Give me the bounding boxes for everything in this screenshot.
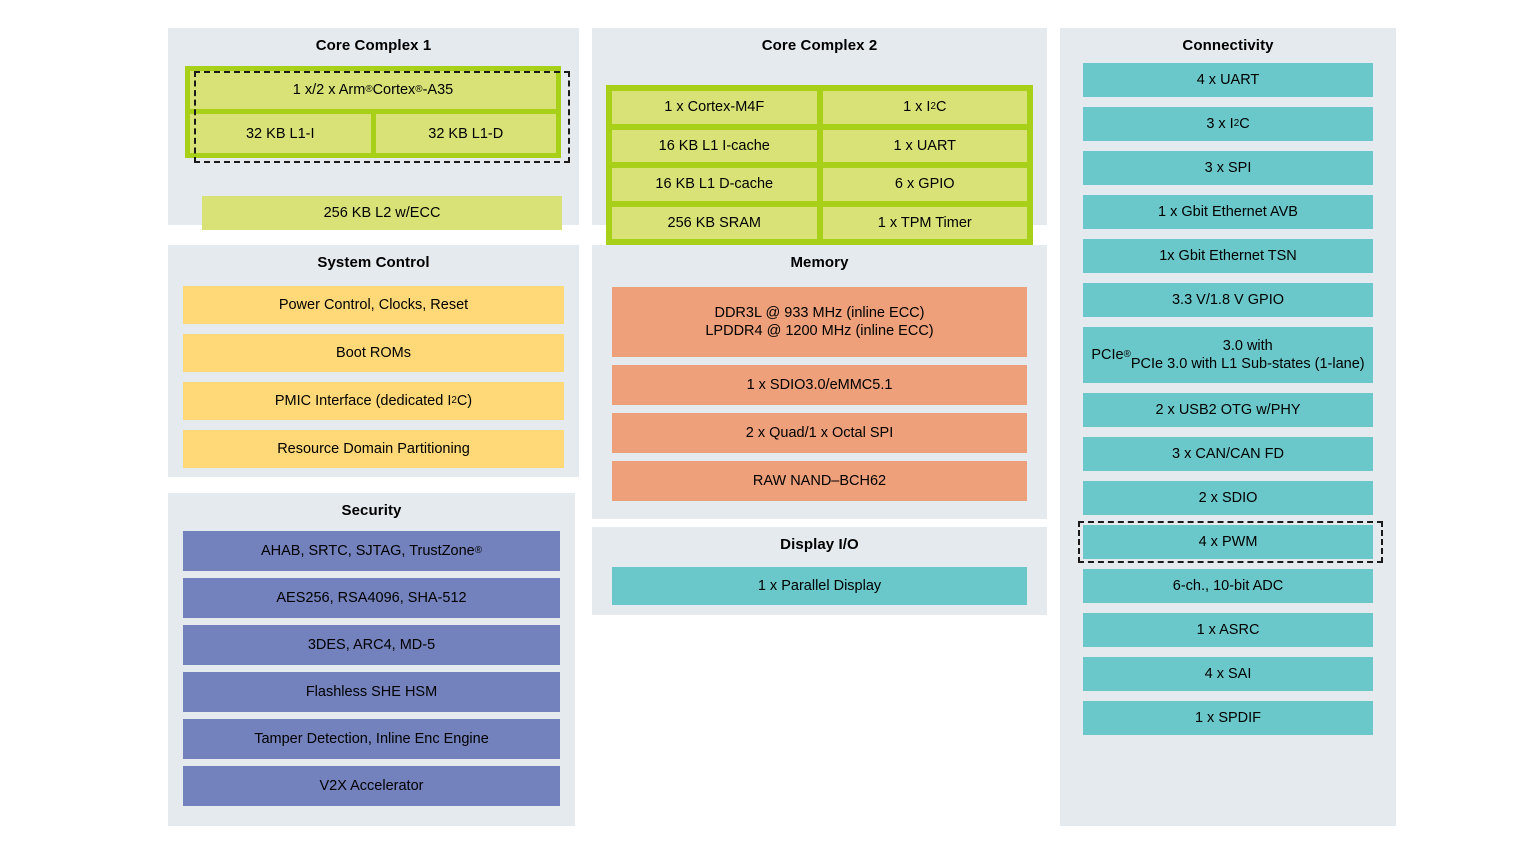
connectivity-item: 6-ch., 10-bit ADC — [1083, 569, 1373, 603]
panel-title-connectivity: Connectivity — [1182, 37, 1274, 54]
core-complex-1-l1-row: 32 KB L1-I 32 KB L1-D — [190, 114, 556, 153]
block-cortex-a35[interactable]: 1 x/2 x Arm® Cortex®-A35 — [190, 71, 556, 109]
panel-title-security: Security — [341, 502, 402, 519]
panel-display-io: Display I/O 1 x Parallel Display — [592, 527, 1047, 615]
connectivity-item: 4 x UART — [1083, 63, 1373, 97]
block-connectivity-5[interactable]: 3.3 V/1.8 V GPIO — [1083, 283, 1373, 317]
connectivity-item: 1 x SPDIF — [1083, 701, 1373, 735]
block-connectivity-0[interactable]: 4 x UART — [1083, 63, 1373, 97]
block-tamper-detection[interactable]: Tamper Detection, Inline Enc Engine — [183, 719, 560, 759]
panel-core-complex-2: Core Complex 2 1 x Cortex-M4F 16 KB L1 I… — [592, 28, 1047, 245]
panel-title-memory: Memory — [790, 254, 849, 271]
block-l2-cache[interactable]: 256 KB L2 w/ECC — [202, 196, 562, 230]
system-control-list: Power Control, Clocks, Reset Boot ROMs P… — [183, 286, 564, 478]
block-cc2-gpio[interactable]: 6 x GPIO — [822, 168, 1027, 201]
block-ddr[interactable]: DDR3L @ 933 MHz (inline ECC)LPDDR4 @ 120… — [612, 287, 1027, 357]
panel-title-display-io: Display I/O — [780, 536, 859, 553]
block-connectivity-12[interactable]: 1 x ASRC — [1083, 613, 1373, 647]
block-connectivity-11[interactable]: 6-ch., 10-bit ADC — [1083, 569, 1373, 603]
panel-system-control: System Control Power Control, Clocks, Re… — [168, 245, 579, 477]
block-l1-d[interactable]: 32 KB L1-D — [375, 114, 556, 153]
block-connectivity-3[interactable]: 1 x Gbit Ethernet AVB — [1083, 195, 1373, 229]
block-aes-rsa-sha[interactable]: AES256, RSA4096, SHA-512 — [183, 578, 560, 618]
panel-title-system-control: System Control — [317, 254, 430, 271]
panel-title-core-complex-2: Core Complex 2 — [761, 37, 878, 54]
memory-list: DDR3L @ 933 MHz (inline ECC)LPDDR4 @ 120… — [612, 287, 1027, 509]
core-complex-2-group: 1 x Cortex-M4F 16 KB L1 I-cache 16 KB L1… — [606, 85, 1033, 245]
block-l1-d-cache[interactable]: 16 KB L1 D-cache — [612, 168, 817, 201]
connectivity-item: 1x Gbit Ethernet TSN — [1083, 239, 1373, 273]
connectivity-item: 3.3 V/1.8 V GPIO — [1083, 283, 1373, 317]
core-complex-1-cpu-group: 1 x/2 x Arm® Cortex®-A35 32 KB L1-I 32 K… — [185, 66, 561, 158]
panel-security: Security AHAB, SRTC, SJTAG, TrustZone® A… — [168, 493, 575, 826]
panel-memory: Memory DDR3L @ 933 MHz (inline ECC)LPDDR… — [592, 245, 1047, 519]
panel-title-core-complex-1: Core Complex 1 — [315, 37, 432, 54]
block-l1-i-cache[interactable]: 16 KB L1 I-cache — [612, 129, 817, 162]
block-connectivity-9[interactable]: 2 x SDIO — [1083, 481, 1373, 515]
block-resource-domain-partitioning[interactable]: Resource Domain Partitioning — [183, 430, 564, 468]
block-cc2-tpm-timer[interactable]: 1 x TPM Timer — [822, 206, 1027, 239]
connectivity-item: 4 x PWM — [1078, 521, 1383, 563]
connectivity-item: 3 x CAN/CAN FD — [1083, 437, 1373, 471]
block-connectivity-2[interactable]: 3 x SPI — [1083, 151, 1373, 185]
block-connectivity-13[interactable]: 4 x SAI — [1083, 657, 1373, 691]
block-power-control[interactable]: Power Control, Clocks, Reset — [183, 286, 564, 324]
block-quad-octal-spi[interactable]: 2 x Quad/1 x Octal SPI — [612, 413, 1027, 453]
connectivity-item: 1 x ASRC — [1083, 613, 1373, 647]
connectivity-item: 4 x SAI — [1083, 657, 1373, 691]
block-raw-nand[interactable]: RAW NAND–BCH62 — [612, 461, 1027, 501]
block-l1-i[interactable]: 32 KB L1-I — [190, 114, 371, 153]
connectivity-item: 1 x Gbit Ethernet AVB — [1083, 195, 1373, 229]
connectivity-item: 3 x SPI — [1083, 151, 1373, 185]
block-connectivity-14[interactable]: 1 x SPDIF — [1083, 701, 1373, 735]
block-3des-arc4-md5[interactable]: 3DES, ARC4, MD-5 — [183, 625, 560, 665]
block-cc2-uart[interactable]: 1 x UART — [822, 129, 1027, 162]
block-ahab-srtc-sjtag-trustzone[interactable]: AHAB, SRTC, SJTAG, TrustZone® — [183, 531, 560, 571]
block-connectivity-7[interactable]: 2 x USB2 OTG w/PHY — [1083, 393, 1373, 427]
core-complex-2-left-column: 1 x Cortex-M4F 16 KB L1 I-cache 16 KB L1… — [612, 91, 817, 239]
block-boot-roms[interactable]: Boot ROMs — [183, 334, 564, 372]
connectivity-item: 2 x USB2 OTG w/PHY — [1083, 393, 1373, 427]
block-connectivity-10[interactable]: 4 x PWM — [1083, 525, 1373, 559]
panel-core-complex-1: Core Complex 1 1 x/2 x Arm® Cortex®-A35 … — [168, 28, 579, 230]
display-io-list: 1 x Parallel Display — [612, 567, 1027, 605]
block-parallel-display[interactable]: 1 x Parallel Display — [612, 567, 1027, 605]
block-sram[interactable]: 256 KB SRAM — [612, 206, 817, 239]
block-connectivity-8[interactable]: 3 x CAN/CAN FD — [1083, 437, 1373, 471]
block-connectivity-4[interactable]: 1x Gbit Ethernet TSN — [1083, 239, 1373, 273]
block-cortex-m4f[interactable]: 1 x Cortex-M4F — [612, 91, 817, 124]
block-flashless-she-hsm[interactable]: Flashless SHE HSM — [183, 672, 560, 712]
block-sdio-emmc[interactable]: 1 x SDIO3.0/eMMC5.1 — [612, 365, 1027, 405]
security-list: AHAB, SRTC, SJTAG, TrustZone® AES256, RS… — [183, 531, 560, 813]
connectivity-item: 2 x SDIO — [1083, 481, 1373, 515]
block-v2x-accelerator[interactable]: V2X Accelerator — [183, 766, 560, 806]
